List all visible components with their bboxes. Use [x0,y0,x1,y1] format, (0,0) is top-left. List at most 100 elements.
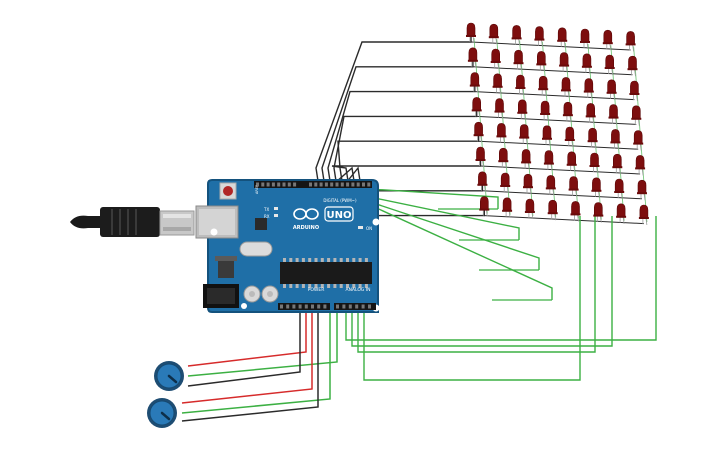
row-wire [327,85,476,182]
led-body [563,101,573,116]
led-rim [564,139,575,141]
led [602,29,613,51]
potentiometer-wire [181,310,313,404]
led [585,103,596,124]
led-leg [620,191,623,200]
led-rim [471,109,482,112]
row-bus [484,215,644,225]
on-label: ON [366,226,372,231]
led-rim [604,67,615,69]
arduino-logo: UNO ARDUINO [293,206,354,231]
led [561,77,571,98]
header-pin [346,182,350,187]
led-body [567,151,576,166]
microcontroller-chip [280,262,372,284]
led-body [489,23,499,38]
header-pin [335,182,339,187]
led-leg [523,112,526,120]
header-pin [362,182,365,187]
chip-pin [320,258,324,262]
led-leg [609,43,612,51]
reset-button[interactable] [223,186,233,196]
led [523,173,533,195]
led-body [603,29,613,44]
led-rim [566,163,577,166]
chip-pin [283,284,286,288]
row-wire [331,160,482,182]
led [568,176,579,197]
power-pin [311,304,314,309]
led [570,201,581,222]
led-body [611,129,620,143]
led-rim [534,38,545,41]
led-body [594,202,603,216]
led-leg [617,142,619,150]
row-bus [478,140,639,150]
led [477,171,488,192]
led [580,28,590,50]
led-body [569,176,578,190]
chip-pin [301,258,305,262]
potentiometer-1[interactable] [154,361,184,391]
led-rim [633,142,644,145]
led-body [478,171,487,186]
led-rim [606,91,617,94]
led [479,196,490,217]
led-leg [495,37,498,45]
led [521,149,532,170]
led-leg [636,93,638,102]
led-leg [552,188,555,196]
led-leg [482,159,484,168]
potentiometer-wires [181,310,338,422]
header-pin [293,182,297,187]
chip-pin [364,258,368,262]
led [587,127,598,149]
led-leg [497,61,500,70]
led-rim [557,39,568,42]
chip-pin [308,284,312,288]
chip-pin [308,258,312,262]
led-body [628,55,637,70]
column-wire [345,216,657,341]
arduino-uno-board[interactable]: UNO ARDUINO DIGITAL (PWM~) POWER ANALOG … [195,179,380,313]
power-header [278,303,330,310]
led [540,100,551,122]
led-body [493,73,502,88]
led [606,79,617,100]
led-body [630,80,639,95]
led-rim [547,212,558,215]
potentiometer-wire [181,310,319,422]
led-rim [610,141,621,144]
led [591,177,602,198]
led-leg [641,168,644,176]
led-rim [488,36,499,39]
led-body [586,103,595,117]
power-pin [317,304,321,309]
led-leg [639,143,642,151]
led-rim [511,37,522,40]
led-leg [499,86,501,94]
led-leg [518,38,520,46]
led-rim [583,90,594,93]
mounting-hole-1 [210,228,218,236]
crystal-oscillator [239,241,273,257]
led-body [470,72,480,86]
led-leg [484,184,486,192]
potentiometer-2[interactable] [147,398,177,428]
header-pin [324,182,328,187]
aref-label: AREF [255,185,259,194]
led-body [639,204,649,219]
led-body [584,78,594,92]
led-rim [502,209,513,212]
led [542,125,552,146]
led [488,23,499,45]
led [536,51,547,72]
column-wire [363,216,581,381]
led [583,78,594,99]
digital-header-strip [254,181,372,188]
led-leg [504,161,507,169]
led [612,153,623,175]
led-body [548,199,557,214]
led-rim [580,41,590,43]
column-wire [351,216,613,347]
